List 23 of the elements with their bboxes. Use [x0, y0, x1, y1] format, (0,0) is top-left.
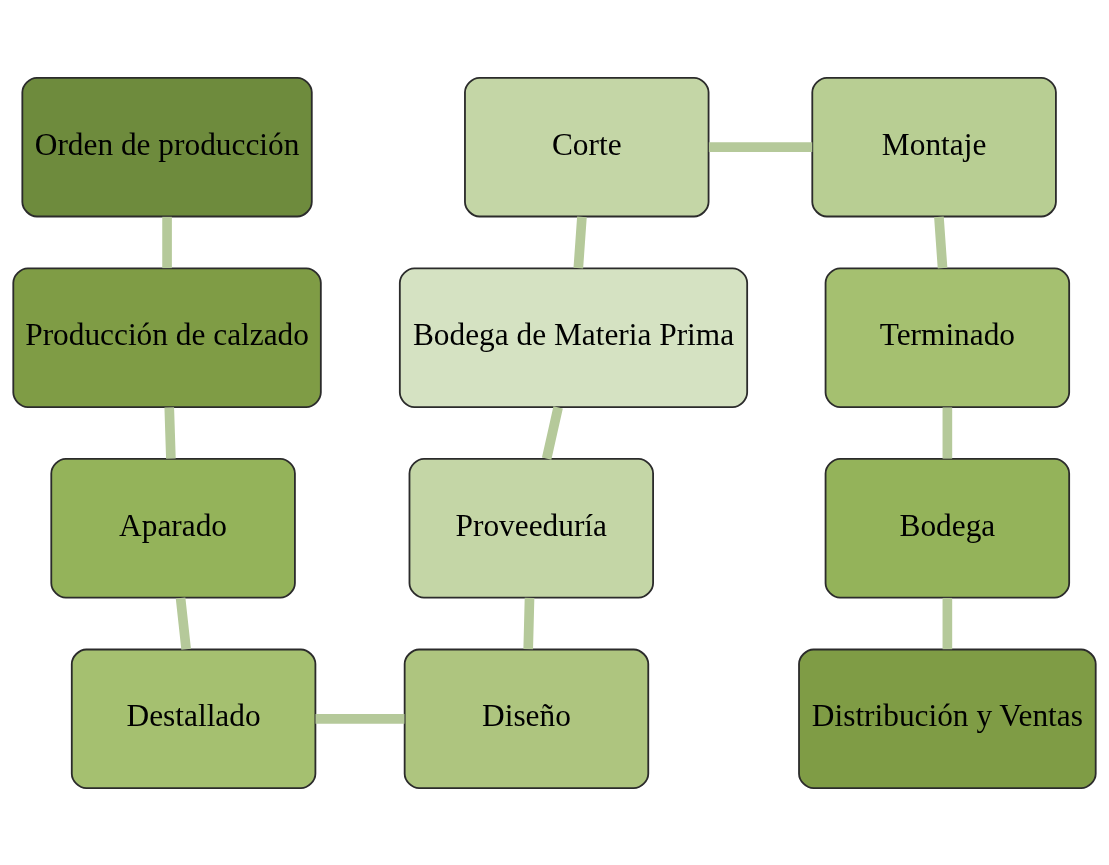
node-box: Producción de calzado — [12, 266, 322, 408]
connector — [942, 597, 953, 649]
connector — [164, 406, 176, 459]
connector — [708, 141, 813, 152]
connector — [162, 216, 172, 268]
connector — [934, 216, 948, 268]
node-box: Destallado — [70, 648, 317, 789]
node-box: Bodega de Materia Prima — [398, 266, 749, 408]
connector — [541, 405, 563, 460]
connector — [315, 713, 405, 724]
node-box: Corte — [464, 76, 710, 217]
connector — [175, 596, 191, 650]
node-box: Distribución y Ventas — [798, 648, 1097, 789]
node-box: Orden de producción — [21, 76, 313, 217]
node-box: Aparado — [50, 457, 296, 599]
node-box: Diseño — [403, 648, 650, 789]
connector — [573, 216, 587, 268]
connector — [523, 597, 535, 649]
connector — [942, 406, 953, 459]
node-box: Terminado — [824, 266, 1071, 408]
node-box: Montaje — [811, 76, 1057, 217]
node-box: Bodega — [824, 457, 1071, 599]
node-box: Proveeduría — [408, 457, 654, 599]
